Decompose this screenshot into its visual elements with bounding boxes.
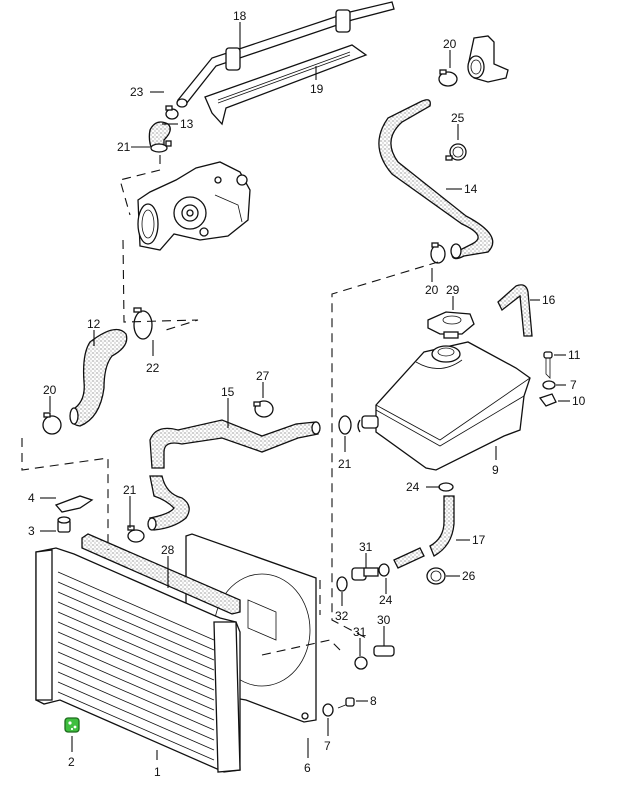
callout-3[interactable]: 3 [28,524,35,538]
callout-10[interactable]: 10 [572,394,586,408]
hose-clamp-25[interactable] [445,143,467,161]
callout-28[interactable]: 28 [161,543,175,557]
hose-clamp-24-top[interactable] [438,482,454,492]
callout-9[interactable]: 9 [492,463,499,477]
hose-clamp-27[interactable] [253,400,274,418]
bracket-4[interactable] [54,495,94,513]
hose-clamp-24-mid[interactable] [378,563,390,577]
callout-17[interactable]: 17 [472,533,486,547]
filler-cap-29[interactable] [427,311,475,339]
screw-8[interactable] [337,697,355,709]
hose-14-end [450,243,462,259]
callout-31-top[interactable]: 31 [359,540,373,554]
coolant-pipe-18[interactable] [176,1,395,108]
grommet-3[interactable] [57,516,71,533]
hose-15[interactable] [149,419,319,469]
assembly-lines [21,155,439,656]
overflow-hose-16[interactable] [497,284,533,337]
hose-clamp-21-top[interactable] [150,140,172,153]
callout-1[interactable]: 1 [154,765,161,779]
washer-7-bottom[interactable] [322,703,334,717]
callout-26[interactable]: 26 [462,569,476,583]
screw-11[interactable] [543,351,553,379]
hose-clamp-20-left[interactable] [42,412,62,435]
seal-strip-28[interactable] [81,533,241,615]
callout-6[interactable]: 6 [304,761,311,775]
expansion-tank-9[interactable] [361,341,531,471]
callout-23[interactable]: 23 [130,85,144,99]
hose-clamp-20-top[interactable] [438,69,458,87]
callout-21-right[interactable]: 21 [338,457,352,471]
callout-13[interactable]: 13 [180,117,194,131]
hose-clamp-21-right[interactable] [338,415,361,435]
callout-8[interactable]: 8 [370,694,377,708]
callout-20-left[interactable]: 20 [43,383,57,397]
radiator-fins [57,571,215,761]
hose-clamp-20-mid[interactable] [430,242,446,264]
speed-nut-10[interactable] [538,393,557,407]
callout-11[interactable]: 11 [568,348,581,362]
callout-14[interactable]: 14 [464,182,478,196]
callout-32[interactable]: 32 [335,609,349,623]
callout-20-top[interactable]: 20 [443,37,457,51]
callout-27[interactable]: 27 [256,369,270,383]
hose-12[interactable] [69,328,128,427]
drain-plug-2-highlighted[interactable] [64,717,80,733]
hose-clamp-21-bottom[interactable] [127,525,145,543]
callout-25[interactable]: 25 [451,111,465,125]
seal-ring-31[interactable] [354,656,368,670]
pipe-bracket-19[interactable] [204,44,368,126]
callout-30[interactable]: 30 [377,613,391,627]
callout-21-top[interactable]: 21 [117,140,131,154]
hose-13[interactable] [148,121,171,151]
water-pump [137,161,251,251]
hose-clamp-26[interactable] [426,567,446,585]
callout-2[interactable]: 2 [68,755,75,769]
callout-31-bottom[interactable]: 31 [353,625,367,639]
callout-18[interactable]: 18 [233,9,247,23]
hose-15-end [311,421,321,435]
callout-29[interactable]: 29 [446,283,460,297]
callout-24-top[interactable]: 24 [406,480,420,494]
washer-7-top[interactable] [542,380,556,390]
callout-4[interactable]: 4 [28,491,35,505]
hose-clamp-22[interactable] [133,307,153,340]
connector-31[interactable] [351,567,379,581]
callout-24-bottom[interactable]: 24 [379,593,393,607]
callout-12[interactable]: 12 [87,317,101,331]
bent-hose-end [147,517,157,531]
seal-ring-32[interactable] [336,576,348,592]
radiator-1[interactable] [35,547,241,773]
callout-labels: 18 19 23 13 21 20 25 14 20 29 16 12 22 2… [28,9,586,779]
leader-lines [40,22,570,760]
temperature-switch-30[interactable] [373,645,395,657]
callout-19[interactable]: 19 [310,82,324,96]
upper-hose-14[interactable] [378,99,494,260]
hose-clamp-23[interactable] [165,105,179,120]
callout-7-top[interactable]: 7 [570,378,577,392]
hose-12-end [69,407,79,425]
callout-21-bottom[interactable]: 21 [123,483,137,497]
thermostat-housing [467,35,509,83]
callout-16[interactable]: 16 [542,293,556,307]
callout-22[interactable]: 22 [146,361,160,375]
hose-17[interactable] [393,495,455,569]
callout-15[interactable]: 15 [221,385,235,399]
lower-bent-hose[interactable] [149,475,190,531]
callout-7-bottom[interactable]: 7 [324,739,331,753]
callout-20-mid[interactable]: 20 [425,283,439,297]
